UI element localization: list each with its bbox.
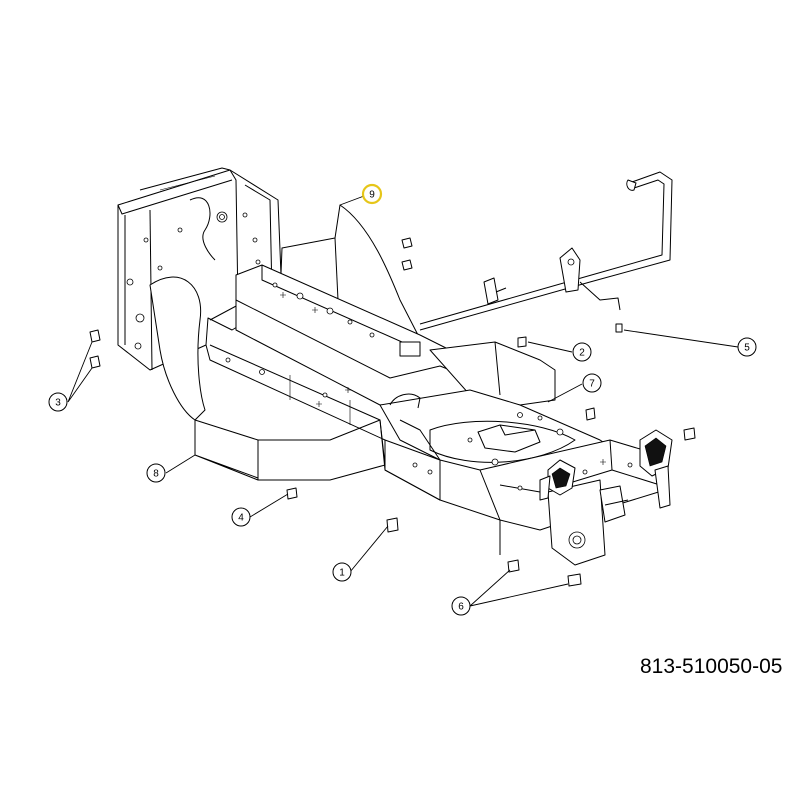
right-pivot-bracket bbox=[639, 429, 673, 509]
callout-7: 7 bbox=[582, 373, 602, 393]
callout-label: 1 bbox=[339, 568, 345, 579]
callout-label: 9 bbox=[369, 190, 375, 201]
leader-lines bbox=[67, 195, 739, 607]
callout-label: 6 bbox=[458, 602, 464, 613]
callout-label: 8 bbox=[153, 469, 159, 480]
left-pivot-bracket bbox=[539, 459, 576, 501]
callout-label: 2 bbox=[579, 348, 585, 359]
callout-4: 4 bbox=[231, 507, 251, 527]
axle-bracket bbox=[547, 479, 629, 566]
callout-5: 5 bbox=[737, 337, 757, 357]
callout-8: 8 bbox=[146, 463, 166, 483]
callout-label: 3 bbox=[55, 398, 61, 409]
callout-label: 5 bbox=[744, 343, 750, 354]
callout-label: 4 bbox=[238, 513, 244, 524]
part-number: 813-510050-05 bbox=[640, 655, 783, 678]
callout-label: 7 bbox=[589, 379, 595, 390]
hardware bbox=[89, 237, 696, 587]
under-shield-8 bbox=[149, 276, 386, 481]
callout-1: 1 bbox=[332, 562, 352, 582]
callout-6: 6 bbox=[451, 596, 471, 616]
lift-handle-5 bbox=[419, 171, 673, 331]
callout-9: 9 bbox=[361, 183, 383, 205]
callout-2: 2 bbox=[572, 342, 592, 362]
callout-3: 3 bbox=[48, 392, 68, 412]
